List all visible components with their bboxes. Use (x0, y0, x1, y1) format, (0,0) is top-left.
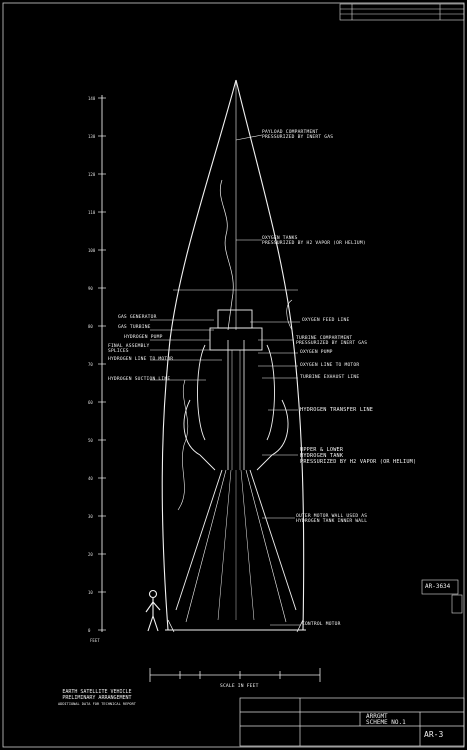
side-tag: AR-3634 (425, 583, 451, 590)
drawing-title: ARRGMT SCHEME NO.1 (366, 713, 406, 726)
title-lines: EARTH SATELLITE VEHICLE PRELIMINARY ARRA… (58, 689, 136, 706)
control-motor-label: CONTROL MOTOR (302, 622, 341, 627)
ruler-tick-label: 60 (88, 399, 93, 405)
payload-label: PAYLOAD COMPARTMENT PRESSURIZED BY INERT… (262, 130, 334, 141)
turbine-compartment-label: TURBINE COMPARTMENT PRESSURIZED BY INERT… (296, 336, 368, 347)
oxygen-feed-label: OXYGEN FEED LINE (302, 318, 350, 323)
ruler-tick-label: 70 (88, 361, 93, 367)
hydrogen-transfer-label: HYDROGEN TRANSFER LINE (300, 407, 374, 413)
scale-bar (149, 668, 321, 682)
oxygen-line-label: OXYGEN LINE TO MOTOR (300, 363, 360, 368)
side-tag-box (421, 579, 459, 595)
ruler-tick-label: 90 (88, 285, 93, 291)
oxygen-pump-label: OXYGEN PUMP (300, 350, 333, 355)
ruler-tick-label: 100 (88, 247, 96, 253)
ruler-tick-label: 50 (88, 437, 93, 443)
ruler-tick-label: 110 (88, 209, 96, 215)
turbine-exhaust-label: TURBINE EXHAUST LINE (300, 375, 360, 380)
scale-label: SCALE IN FEET (220, 684, 259, 689)
ruler-tick-label: 120 (88, 171, 96, 177)
revision-block (339, 3, 465, 21)
ruler-tick-label: 40 (88, 475, 93, 481)
ruler-tick-label: 140 (88, 95, 96, 101)
outer-motor-wall-label: OUTER MOTOR WALL USED AS HYDROGEN TANK I… (296, 514, 368, 525)
leader-lines (150, 134, 300, 626)
ruler-tick-label: 80 (88, 323, 93, 329)
hydrogen-suction-label: HYDROGEN SUCTION LINE (108, 377, 171, 382)
ruler-unit: FEET (90, 638, 100, 643)
ruler-tick-label: 20 (88, 551, 93, 557)
oxygen-tanks-label: OXYGEN TANKS PRESSURIZED BY H2 VAPOR (OR… (262, 236, 366, 247)
gas-turbine-label: GAS TURBINE (118, 325, 151, 330)
vehicle-outline (161, 79, 306, 633)
hydrogen-tank-label: UPPER & LOWER HYDROGEN TANK PRESSURIZED … (300, 447, 417, 465)
final-assembly-label: FINAL ASSEMBLY SPLICES (108, 344, 150, 355)
hydrogen-line-label: HYDROGEN LINE TO MOTOR (108, 357, 174, 362)
ruler-tick-label: 30 (88, 513, 93, 519)
sheet-code: AR-3 (424, 730, 444, 739)
title-block-frame (239, 697, 465, 747)
ruler-tick-label: 0 (88, 627, 91, 633)
gas-generator-label: GAS GENERATOR (118, 315, 157, 320)
ruler-tick-label: 130 (88, 133, 96, 139)
hydrogen-pump-label: HYDROGEN PUMP (124, 335, 163, 340)
human-figure (145, 589, 161, 632)
ruler-tick-label: 10 (88, 589, 93, 595)
